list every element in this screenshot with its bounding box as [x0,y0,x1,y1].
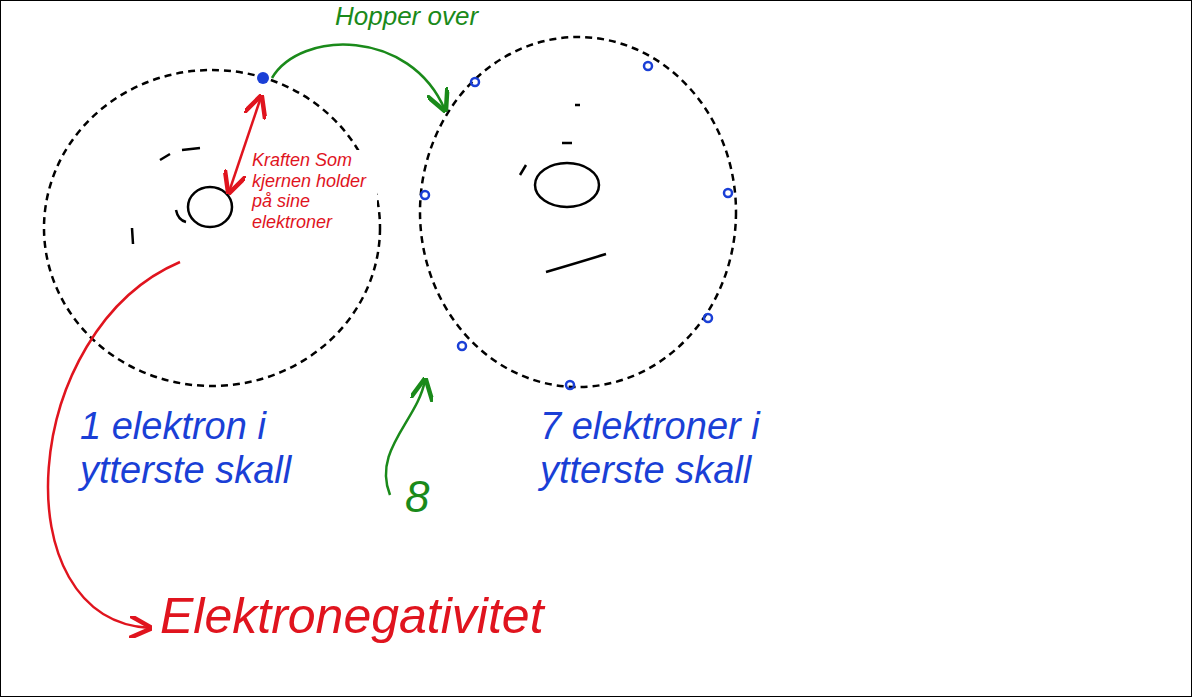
shell-note: 1 elektron i ytterste skall [80,405,380,492]
term-label: Elektronegativitet [160,588,720,646]
nucleus [188,187,232,227]
callout-number: 8 [405,472,445,523]
shell-note: 7 elektroner i ytterste skall [540,405,840,492]
jump-label: Hopper over [335,2,535,32]
inner-shell [132,148,200,244]
outer-shell [420,37,736,387]
jump-arrow [272,45,445,110]
electron [257,72,269,84]
electrons [421,62,732,389]
nucleus [535,163,599,207]
inner-shell [520,105,606,272]
force-note: Kraften Som kjernen holder på sine elekt… [252,150,377,233]
outer-shell [44,70,380,386]
